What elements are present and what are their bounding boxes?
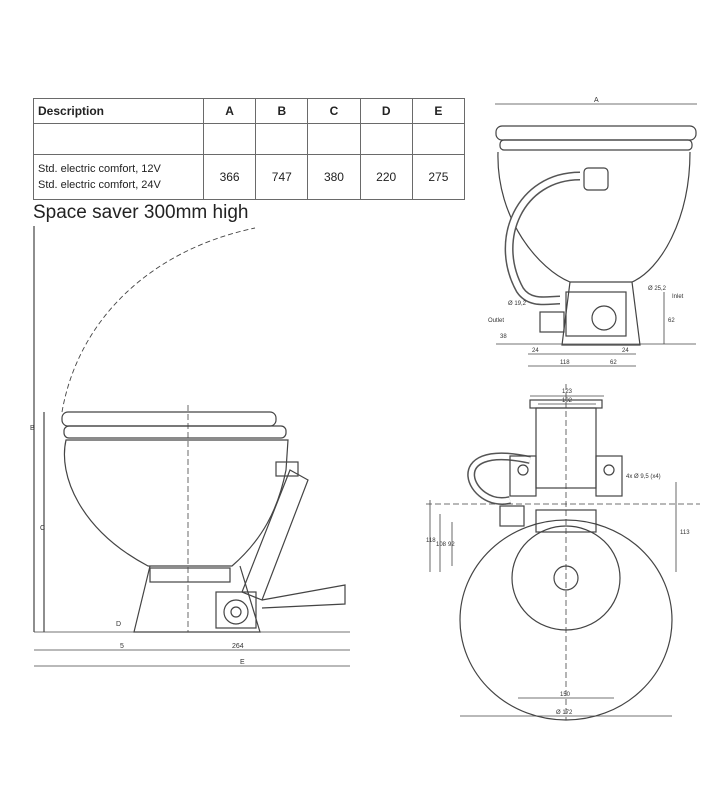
row-name-24v: Std. electric comfort, 24V (38, 179, 161, 191)
row-name-12v: Std. electric comfort, 12V (38, 163, 161, 175)
dim-113-label: 113 (680, 530, 690, 536)
dim-123-label: 123 (562, 389, 573, 395)
value-b: 747 (255, 154, 309, 200)
table-row: Std. electric comfort, 12V Std. electric… (33, 154, 466, 200)
value-d: 220 (359, 154, 413, 200)
row-description: Std. electric comfort, 12V Std. electric… (33, 154, 204, 200)
dim-150-label: 150 (560, 692, 571, 698)
dim-w2-label: 24 (622, 348, 629, 354)
inlet-label: Inlet (672, 294, 684, 300)
top-outlet (499, 505, 525, 527)
lid-swing-arc (61, 227, 256, 413)
header-description: Description (33, 98, 204, 124)
header-a: A (202, 98, 257, 124)
dim-e-label: E (240, 659, 245, 666)
dim-h2-label: 38 (500, 334, 507, 340)
table-header-row: Description A B C D E (33, 98, 466, 124)
dim-width-label: 264 (232, 643, 244, 650)
dim-bottom-label: 5 (120, 643, 124, 650)
dim-92-label: 92 (448, 542, 455, 548)
mount-hole (517, 464, 529, 476)
dim-c-label: C (40, 525, 45, 532)
side-lid (63, 425, 287, 439)
dim-h1-label: 62 (668, 318, 675, 324)
dim-b-label: B (30, 425, 35, 432)
value-a: 366 (202, 154, 257, 200)
outlet-label: Outlet (488, 318, 504, 324)
dim-108-label: 108 (436, 542, 447, 548)
dim-d2-label: Ø 25,2 (648, 286, 667, 292)
dim-w1-label: 24 (532, 348, 539, 354)
side-outlet-hose (261, 584, 346, 609)
dim-d-label: D (116, 621, 121, 628)
dim-hole-label: 4x Ø 9,5 (x4) (626, 474, 661, 480)
header-d: D (359, 98, 413, 124)
side-pump (223, 599, 249, 625)
dim-172-label: Ø 172 (556, 710, 573, 716)
spec-table: Description A B C D E Std. electric comf… (33, 98, 466, 200)
side-base-flange (149, 567, 231, 583)
side-pump-housing (215, 591, 257, 629)
mount-hole (603, 464, 615, 476)
dim-118-label: 118 (426, 538, 436, 544)
value-c: 380 (307, 154, 361, 200)
header-e: E (411, 98, 466, 124)
diagram-title: Space saver 300mm high (33, 202, 249, 223)
front-pump (565, 291, 627, 337)
side-pipe-fitting (275, 461, 299, 477)
dim-d1-label: Ø 19,2 (508, 301, 527, 307)
dim-a-label: A (594, 97, 599, 104)
value-e: 275 (411, 154, 466, 200)
front-outlet (539, 311, 565, 333)
front-hose-connector (583, 167, 609, 191)
dim-w4-label: 62 (610, 360, 617, 366)
front-bowl (497, 151, 691, 283)
dim-w3-label: 118 (560, 360, 570, 366)
side-bowl (63, 439, 289, 567)
dim-102-label: 102 (562, 398, 573, 404)
